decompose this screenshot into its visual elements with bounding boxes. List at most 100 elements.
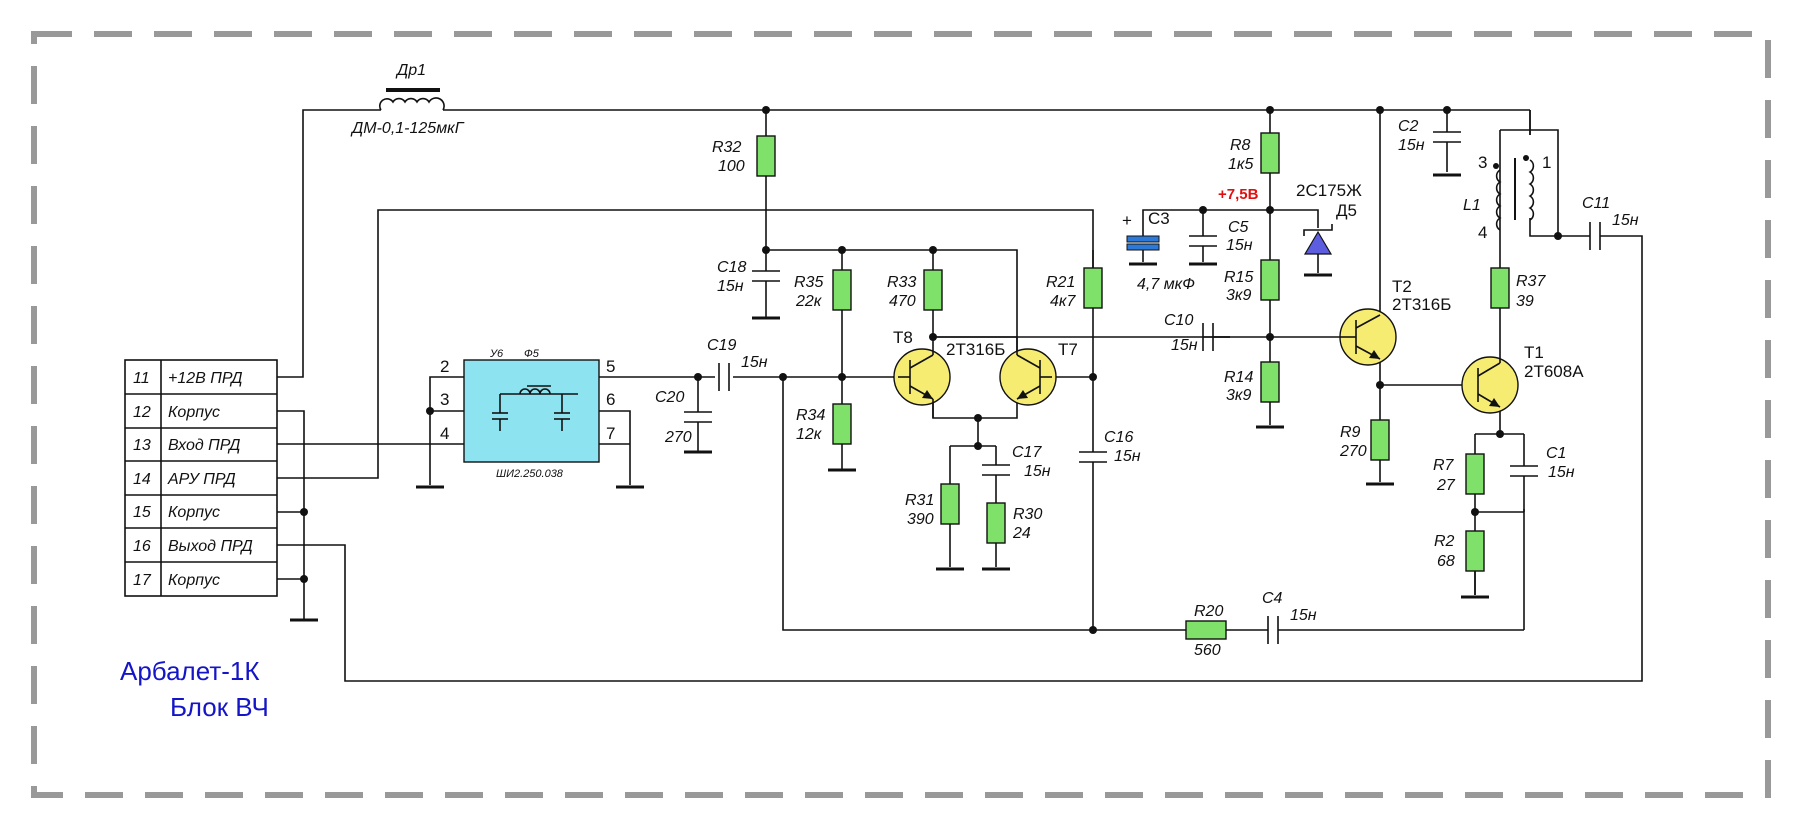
resistor-r21 <box>1083 267 1103 309</box>
resistor-ref: R32 <box>712 139 741 156</box>
capacitor-ref: C17 <box>1012 444 1042 461</box>
pin-label: Корпус <box>168 572 220 589</box>
resistor-ref: R37 <box>1516 273 1546 290</box>
transistor-t8: T8 2Т316Б <box>893 328 1005 418</box>
filter-ref: У6 <box>489 348 504 360</box>
resistor-ref: R21 <box>1046 274 1075 291</box>
resistor-ref: R14 <box>1224 369 1253 386</box>
resistor-r31 <box>940 483 960 525</box>
resistor-value: 3к9 <box>1226 287 1251 304</box>
resistor-r34 <box>832 403 852 445</box>
coil-pin: 1 <box>1542 153 1551 172</box>
resistor-ref: R20 <box>1194 603 1223 620</box>
capacitor-c17: C17 15н <box>982 444 1051 480</box>
resistor-value: 22к <box>795 293 823 310</box>
capacitor-c11: C11 15н <box>1582 195 1639 250</box>
capacitor-value: 15н <box>1398 137 1425 154</box>
capacitor-value: 15н <box>1226 237 1253 254</box>
resistor-ref: R34 <box>796 407 825 424</box>
choke-dr1: Др1 ДМ-0,1-125мкГ <box>350 62 465 137</box>
pin-number: 12 <box>133 404 151 421</box>
zener-ref: Д5 <box>1336 201 1357 220</box>
filter-pin: 4 <box>440 424 449 443</box>
resistor-value: 27 <box>1436 477 1456 494</box>
pin-label: АРУ ПРД <box>167 471 236 488</box>
capacitor-ref: C4 <box>1262 590 1283 607</box>
pin-label: Корпус <box>168 504 220 521</box>
capacitor-ref: C5 <box>1228 219 1249 236</box>
pin-label: Корпус <box>168 404 220 421</box>
diagram-subtitle: Блок ВЧ <box>170 692 269 722</box>
capacitor-c2: C2 15н <box>1398 118 1461 154</box>
capacitor-c5: C5 15н <box>1189 219 1253 254</box>
resistor-ref: R30 <box>1013 506 1042 523</box>
resistor-value: 270 <box>1339 443 1367 460</box>
resistor-value: 390 <box>907 511 934 528</box>
resistor-r37 <box>1490 267 1510 309</box>
capacitor-value: 15н <box>1024 463 1051 480</box>
resistor-r33 <box>923 269 943 311</box>
resistor-ref: R31 <box>905 492 934 509</box>
capacitor-value: 15н <box>1612 212 1639 229</box>
transistor-type: 2Т316Б <box>946 340 1005 359</box>
dashed-frame <box>31 31 1771 798</box>
resistor-value: 4к7 <box>1050 293 1076 310</box>
resistor-value: 68 <box>1437 553 1455 570</box>
capacitor-c1: C1 15н <box>1510 445 1575 481</box>
filter-pin: 3 <box>440 390 449 409</box>
choke-value: ДМ-0,1-125мкГ <box>350 120 465 137</box>
zener-type: 2С175Ж <box>1296 181 1362 200</box>
resistor-r15 <box>1260 259 1280 301</box>
resistor-value: 560 <box>1194 642 1221 659</box>
pin-label: Вход ПРД <box>168 437 240 454</box>
coil-pin: 4 <box>1478 223 1487 242</box>
filter-part: ШИ2.250.038 <box>496 468 564 480</box>
resistor-value: 24 <box>1012 525 1031 542</box>
capacitor-ref: C18 <box>717 259 746 276</box>
resistors: R32 100 R35 22к R33 470 R21 4к7 R34 12к … <box>712 132 1546 659</box>
resistor-value: 39 <box>1516 293 1534 310</box>
transistor-t7: T7 <box>999 337 1078 406</box>
capacitor-value: 270 <box>664 429 692 446</box>
capacitors: C18 15н C19 15н C20 270 C17 15н C16 <box>655 118 1639 644</box>
capacitor-ref: C3 <box>1148 209 1170 228</box>
capacitor-value: 15н <box>717 278 744 295</box>
filter-pin: 2 <box>440 357 449 376</box>
capacitor-ref: C20 <box>655 389 684 406</box>
filter-pin: 5 <box>606 357 615 376</box>
capacitor-ref: C10 <box>1164 312 1193 329</box>
choke-ref: Др1 <box>395 62 426 79</box>
capacitor-value: 4,7 мкФ <box>1137 276 1195 293</box>
coil-pin: 3 <box>1478 153 1487 172</box>
resistor-r2 <box>1465 530 1485 572</box>
capacitor-value: 15н <box>1290 607 1317 624</box>
pin-number: 13 <box>133 437 151 454</box>
resistor-ref: R33 <box>887 274 916 291</box>
capacitor-ref: C1 <box>1546 445 1566 462</box>
ground-symbols <box>290 173 1489 622</box>
zener-diode-d5: 2С175Ж Д5 <box>1296 181 1362 255</box>
capacitor-ref: C16 <box>1104 429 1133 446</box>
capacitor-value: 15н <box>1171 337 1198 354</box>
resistor-ref: R35 <box>794 274 823 291</box>
transistor-ref: T8 <box>893 328 913 347</box>
filter-pin: 7 <box>606 424 615 443</box>
transistor-t1: T1 2Т608А <box>1461 343 1584 414</box>
resistor-r35 <box>832 269 852 311</box>
resistor-r8 <box>1260 132 1280 174</box>
capacitor-value: 15н <box>1114 448 1141 465</box>
resistor-value: 100 <box>718 158 745 175</box>
resistor-ref: R9 <box>1340 424 1361 441</box>
connector-block: 11 +12В ПРД 12 Корпус 13 Вход ПРД 14 АРУ… <box>124 359 278 597</box>
voltage-label: +7,5В <box>1218 186 1259 203</box>
resistor-ref: R8 <box>1230 137 1251 154</box>
pin-number: 17 <box>133 572 152 589</box>
resistor-ref: R2 <box>1434 533 1455 550</box>
capacitor-value: 15н <box>1548 464 1575 481</box>
capacitor-c4: C4 15н <box>1262 590 1317 644</box>
coil-l1: L1 3 1 4 <box>1463 153 1551 242</box>
pin-number: 15 <box>133 504 151 521</box>
transistor-type: 2Т316Б <box>1392 295 1451 314</box>
transistor-type: 2Т608А <box>1524 362 1584 381</box>
coil-ref: L1 <box>1463 197 1481 214</box>
